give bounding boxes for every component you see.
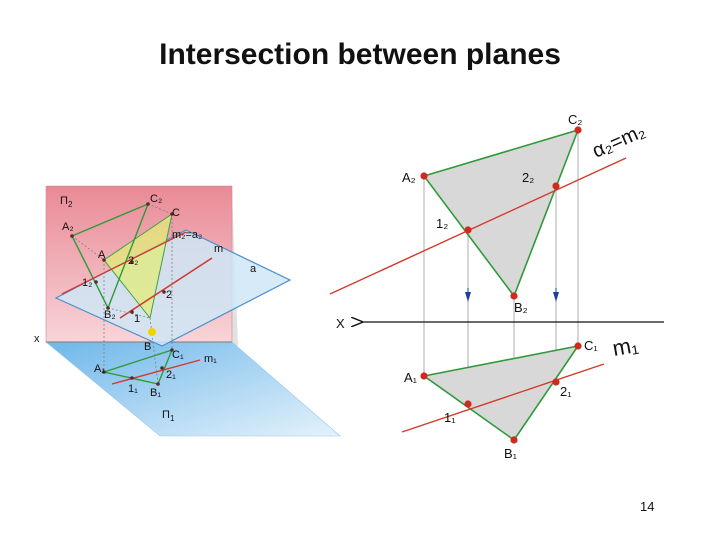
label-2-2-3d: 2₂ [128, 255, 138, 267]
label-a1-3d: A₁ [94, 363, 105, 375]
point-b-marker-3d [148, 328, 156, 336]
line-m2-eq-a2 [61, 231, 187, 295]
label-1-2: 1₂ [436, 216, 448, 231]
label-a-plane: a [250, 263, 257, 275]
slide-title: Intersection between planes [159, 38, 561, 71]
label-m1-3d: m₁ [204, 353, 217, 365]
triangle-abc-3d [103, 212, 173, 320]
label-x-3d: x [34, 333, 40, 345]
label-1-1-3d: 1₁ [128, 383, 138, 395]
label-a2-3d: A₂ [62, 221, 74, 233]
label-a2: A₂ [402, 170, 416, 185]
label-m-3d: m [214, 243, 223, 255]
label-b1-3d: B₁ [150, 387, 161, 399]
left-3d-illustration: Π2 A₂ C₂ C m₂=a₂ m a A 2₂ 1₂ 2 B₂ 1 B x … [34, 185, 341, 437]
label-a1: A₁ [404, 370, 418, 385]
label-b2: B₂ [514, 300, 528, 315]
projection-connectors-3d [71, 203, 173, 385]
label-c1-3d: C₁ [172, 349, 184, 361]
horizontal-plane-pi1 [45, 341, 341, 437]
label-m1: m₁ [611, 332, 641, 361]
line-alpha2-m2 [329, 157, 627, 295]
label-c2: C₂ [568, 112, 582, 127]
points-3d [70, 202, 174, 386]
line-m1 [401, 363, 605, 433]
label-a-3d: A [98, 249, 106, 261]
triangle-projection-pi2 [71, 202, 150, 310]
label-c2-3d: C₂ [150, 193, 162, 205]
label-1-3d: 1 [134, 313, 140, 325]
points-epure [420, 126, 582, 444]
label-c1: C₁ [584, 338, 598, 353]
label-2-3d: 2 [166, 289, 172, 301]
label-2-1-3d: 2₁ [166, 369, 176, 381]
label-c-3d: C [172, 207, 180, 219]
label-m2-eq-a2: m₂=a₂ [172, 229, 202, 241]
triangle-a2b2c2 [422, 128, 580, 298]
label-1-2-3d: 1₂ [82, 277, 92, 289]
label-plane-pi2: Π2 [60, 195, 73, 209]
label-alpha2-m2: α₂=m₂ [589, 120, 649, 163]
label-b2-3d: B₂ [104, 309, 116, 321]
label-b-3d: B [144, 341, 151, 353]
right-epure: C₂ α₂=m₂ A₂ 2₂ 1₂ B₂ X C₁ m₁ A₁ 2₁ 1₁ B₁ [329, 112, 664, 461]
label-2-1: 2₁ [560, 384, 572, 399]
label-1-1: 1₁ [444, 410, 456, 425]
triangle-a1b1c1 [422, 344, 580, 442]
label-b1: B₁ [504, 446, 518, 461]
label-x: X [336, 316, 345, 331]
label-plane-pi1: Π1 [162, 409, 175, 423]
label-2-2: 2₂ [522, 170, 534, 185]
line-m1-3d [111, 359, 201, 385]
line-m-3d [119, 257, 213, 319]
page-number: 14 [640, 499, 655, 514]
